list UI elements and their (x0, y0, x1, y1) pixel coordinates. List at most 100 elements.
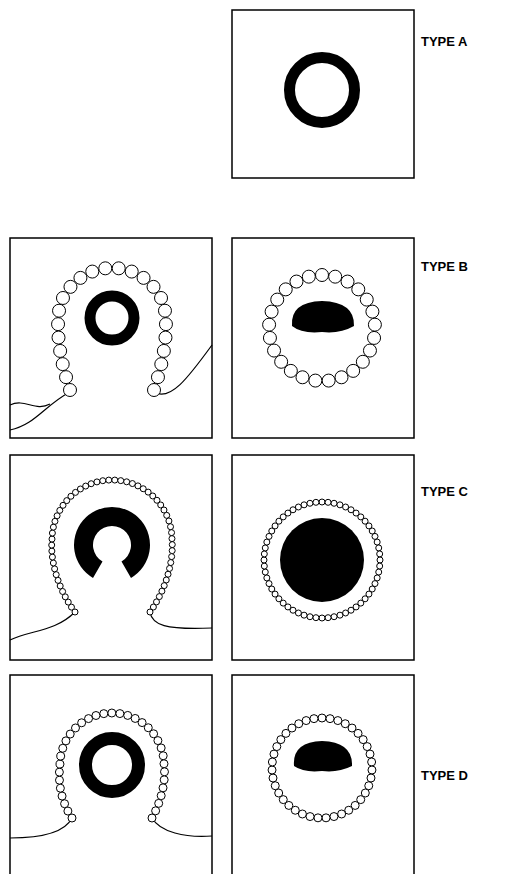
epithelial-cell (157, 792, 165, 800)
epithelial-cell (263, 331, 276, 344)
epithelial-cell (261, 563, 267, 569)
epithelial-cell (112, 262, 125, 275)
epithelial-cell (337, 502, 343, 508)
epithelial-cell (296, 371, 309, 384)
epithelial-cell (148, 384, 161, 397)
epithelial-cell (368, 318, 381, 331)
epithelial-cell (52, 331, 65, 344)
epithelial-cell (169, 536, 175, 542)
epithelial-cell (325, 499, 331, 505)
epithelial-cell (56, 760, 64, 768)
epithelial-cell (302, 270, 315, 283)
epithelial-cell (329, 270, 342, 283)
epithelial-cell (163, 577, 169, 583)
panel-frame (232, 455, 414, 660)
epithelial-cell (377, 557, 383, 563)
nucleus-ring (290, 58, 355, 123)
epithelial-cell (74, 271, 87, 284)
epithelial-cell (264, 575, 270, 581)
type-label: TYPE C (421, 484, 468, 499)
epithelial-cell (306, 813, 314, 821)
epithelial-cell (100, 478, 106, 484)
epithelial-cell (147, 609, 153, 615)
type-label: TYPE D (421, 768, 468, 783)
epithelial-cell (265, 305, 278, 318)
epithelial-cell (106, 477, 112, 483)
epithelial-cell (160, 760, 168, 768)
type-label-text: TYPE D (421, 768, 468, 783)
epithelial-cell (61, 800, 69, 808)
epithelial-cell (108, 709, 116, 717)
epithelial-cell (343, 610, 349, 616)
epithelial-cell (160, 776, 168, 784)
epithelial-cell (58, 792, 66, 800)
epithelial-cell (271, 782, 279, 790)
nucleus-solid (280, 518, 364, 602)
epithelial-cell (159, 752, 167, 760)
epithelial-cell (268, 758, 276, 766)
epithelial-cell (376, 569, 382, 575)
type-label: TYPE A (421, 34, 467, 49)
tissue-contour (10, 612, 75, 640)
epithelial-cell (160, 768, 168, 776)
epithelial-cell (376, 545, 382, 551)
epithelial-cell (335, 371, 348, 384)
nucleus-ring (90, 296, 134, 340)
epithelial-cell (166, 518, 172, 524)
epithelial-cell (50, 560, 56, 566)
epithelial-cell (266, 581, 272, 587)
epithelial-cell (366, 750, 374, 758)
epithelial-cell (341, 275, 354, 288)
epithelial-cell (60, 371, 73, 384)
epithelial-cell (49, 554, 55, 560)
epithelial-cell (59, 744, 67, 752)
epithelial-cell (268, 344, 281, 357)
epithelial-cell (326, 715, 334, 723)
epithelial-cell (366, 305, 379, 318)
nucleus-horseshoe (74, 507, 150, 578)
epithelial-cell (374, 539, 380, 545)
epithelial-cell (125, 265, 138, 278)
epithelial-cell (372, 533, 378, 539)
epithelial-cell (124, 479, 130, 485)
epithelial-cell (347, 364, 360, 377)
epithelial-cell (57, 583, 63, 589)
epithelial-cell (270, 750, 278, 758)
epithelial-cell (377, 563, 383, 569)
epithelial-cell (368, 758, 376, 766)
epithelial-cell (295, 720, 303, 728)
epithelial-cell (159, 784, 167, 792)
epithelial-cell (269, 774, 277, 782)
epithelial-cell (261, 557, 267, 563)
epithelial-cell (365, 782, 373, 790)
epithelial-cell (262, 569, 268, 575)
epithelial-cell (124, 711, 132, 719)
epithelial-cell (331, 614, 337, 620)
epithelial-cell (313, 499, 319, 505)
epithelial-cell (64, 807, 72, 815)
epithelial-cell (112, 477, 118, 483)
epithelial-cell (331, 500, 337, 506)
epithelial-cell (53, 572, 59, 578)
epithelial-cell (55, 577, 61, 583)
epithelial-cell (313, 615, 319, 621)
epithelial-cell (147, 280, 160, 293)
epithelial-cell (155, 799, 163, 807)
epithelial-cell (88, 481, 94, 487)
epithelial-cell (360, 293, 373, 306)
epithelial-cell (57, 752, 65, 760)
tissue-contour (154, 345, 212, 394)
epithelial-cell (159, 318, 172, 331)
epithelial-cell (50, 524, 56, 530)
epithelial-cell (99, 262, 112, 275)
epithelial-cell (338, 810, 346, 818)
epithelial-cell (322, 814, 330, 822)
epithelial-cell (325, 615, 331, 621)
panel-frame (10, 238, 212, 438)
panel-frame (232, 10, 414, 178)
epithelial-cell (367, 774, 375, 782)
epithelial-cell (262, 545, 268, 551)
epithelial-cell (319, 615, 325, 621)
epithelial-cell (54, 344, 67, 357)
epithelial-cell (52, 518, 58, 524)
